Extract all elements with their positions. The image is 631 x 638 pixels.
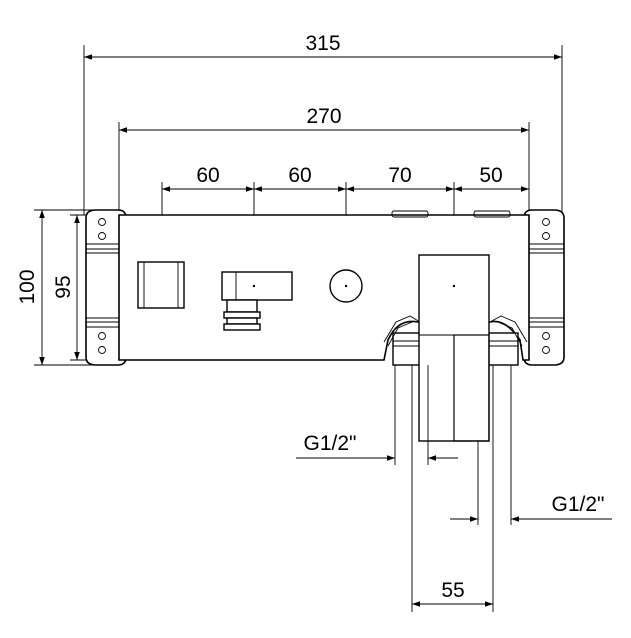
dim-label-overall-width: 315 xyxy=(305,32,340,55)
dim-label-total-height: 100 xyxy=(16,269,39,304)
dim-label-spacing-4: 50 xyxy=(479,164,502,187)
round-button-icon xyxy=(329,269,363,303)
screw-hole-icon xyxy=(98,232,106,240)
dim-label-body-height: 95 xyxy=(52,275,75,298)
screw-hole-icon xyxy=(542,332,550,340)
thread-label-right: G1/2" xyxy=(552,493,605,516)
dim-thread-left: G1/2" xyxy=(296,432,458,461)
dim-body-width: 270 xyxy=(118,105,530,215)
cartridge-outline xyxy=(418,254,490,442)
dim-thread-right: G1/2" xyxy=(450,493,612,522)
dim-label-spacing-1: 60 xyxy=(196,164,219,187)
dim-total-height: 100 xyxy=(16,209,100,366)
screw-hole-icon xyxy=(98,332,106,340)
screw-hole-icon xyxy=(542,232,550,240)
dim-label-outlet-spacing: 55 xyxy=(441,579,464,602)
screw-hole-icon xyxy=(542,346,550,354)
screw-hole-icon xyxy=(98,346,106,354)
screw-hole-icon xyxy=(542,218,550,226)
diverter-connector-icon xyxy=(221,271,293,331)
dim-overall-width: 315 xyxy=(83,32,563,215)
screw-hole-icon xyxy=(98,218,106,226)
outlet-extension-lines xyxy=(394,365,512,612)
dim-label-spacing-2: 60 xyxy=(288,164,311,187)
dim-label-body-width: 270 xyxy=(306,105,341,128)
mounting-bracket-right xyxy=(523,209,565,366)
square-valve-icon xyxy=(137,261,185,309)
thread-label-left: G1/2" xyxy=(304,432,357,455)
dim-label-spacing-3: 70 xyxy=(388,164,411,187)
dim-outlet-spacing: 55 xyxy=(412,579,493,607)
